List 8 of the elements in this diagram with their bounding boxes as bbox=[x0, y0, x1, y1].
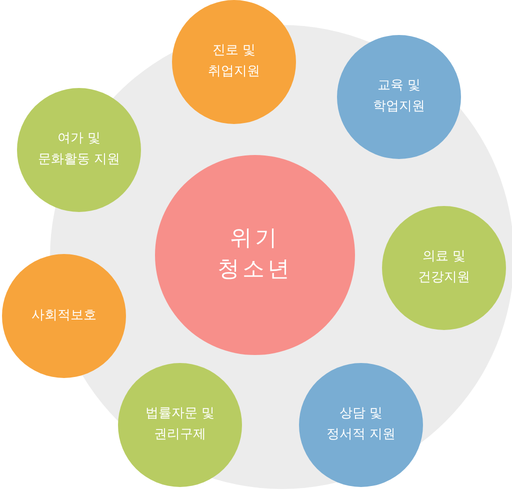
topic-label: 진로 및 취업지원 bbox=[207, 42, 261, 81]
topic-label: 교육 및 학업지원 bbox=[372, 77, 426, 116]
topic-label: 상담 및 정서적 지원 bbox=[325, 405, 397, 444]
topic-label: 사회적보호 bbox=[30, 306, 98, 325]
topic-label: 여가 및 문화활동 지원 bbox=[36, 130, 122, 169]
topic-label: 법률자문 및 권리구제 bbox=[144, 405, 216, 444]
center-label: 위기 청소년 bbox=[216, 225, 294, 284]
topic-label: 의료 및 건강지원 bbox=[417, 248, 471, 287]
